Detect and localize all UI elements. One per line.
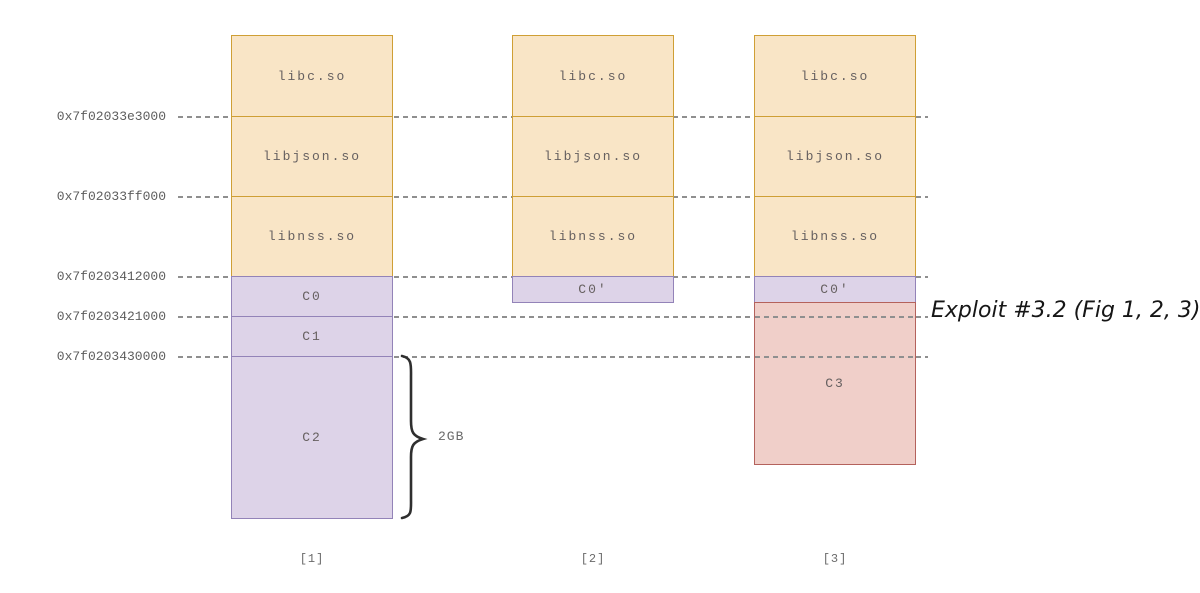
dashed-line-overlay-c3 — [755, 356, 915, 358]
section-label: C1 — [302, 329, 322, 344]
address-label: 0x7f0203421000 — [56, 309, 166, 324]
col3-section-libjson: libjson.so — [754, 116, 916, 197]
col1-section-c0: C0 — [231, 276, 393, 317]
section-label: C2 — [302, 430, 322, 445]
address-label: 0x7f02033ff000 — [56, 189, 166, 204]
section-label: C0 — [302, 289, 322, 304]
figure-caption-1: [1] — [299, 552, 325, 566]
col3-section-libc: libc.so — [754, 35, 916, 117]
section-label: C3 — [825, 376, 845, 391]
col1-section-c2: C2 — [231, 356, 393, 519]
section-label: C0' — [820, 282, 850, 297]
brace-2gb — [400, 354, 428, 520]
dashed-line-overlay-c3 — [755, 316, 915, 318]
address-label: 0x7f02033e3000 — [56, 109, 166, 124]
section-label: libc.so — [558, 68, 628, 84]
section-label: libc.so — [800, 68, 870, 84]
figure-caption-3: [3] — [822, 552, 848, 566]
col3-section-c3: C3 — [754, 302, 916, 465]
brace-size-label: 2GB — [438, 429, 465, 444]
section-label: libjson.so — [262, 149, 361, 164]
dashed-line-0x7f0203421000 — [178, 316, 928, 318]
section-label: libnss.so — [267, 229, 357, 244]
exploit-annotation: Exploit #3.2 (Fig 1, 2, 3) — [931, 298, 1200, 323]
col2-section-libjson: libjson.so — [512, 116, 674, 197]
section-label: C0' — [578, 282, 608, 297]
section-label: libc.so — [277, 68, 347, 84]
section-label: libnss.so — [548, 229, 638, 244]
dashed-line-0x7f0203430000 — [178, 356, 928, 358]
col3-section-libnss: libnss.so — [754, 196, 916, 277]
address-label: 0x7f0203412000 — [56, 269, 166, 284]
col2-section-libnss: libnss.so — [512, 196, 674, 277]
col1-section-libjson: libjson.so — [231, 116, 393, 197]
section-label: libjson.so — [785, 149, 884, 164]
figure-caption-2: [2] — [580, 552, 606, 566]
col2-section-c0prime: C0' — [512, 276, 674, 303]
section-label: libnss.so — [790, 229, 880, 244]
col1-section-libc: libc.so — [231, 35, 393, 117]
col2-section-libc: libc.so — [512, 35, 674, 117]
section-label: libjson.so — [543, 149, 642, 164]
col1-section-libnss: libnss.so — [231, 196, 393, 277]
col3-section-c0prime: C0' — [754, 276, 916, 303]
col1-section-c1: C1 — [231, 316, 393, 357]
address-label: 0x7f0203430000 — [56, 349, 166, 364]
